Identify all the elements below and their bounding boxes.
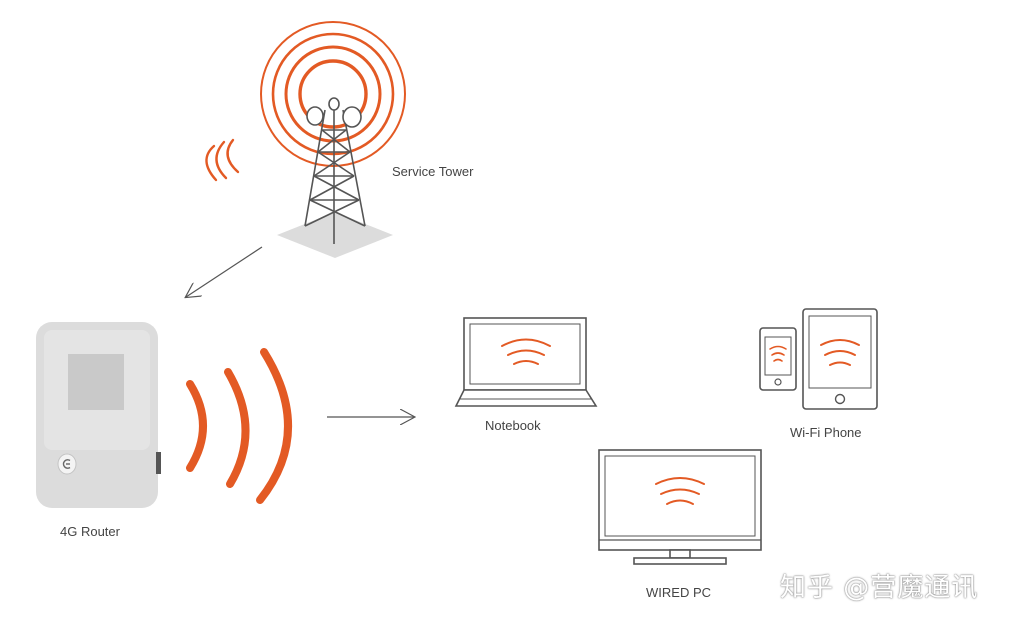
tablet-icon: [802, 308, 878, 410]
notebook-label: Notebook: [485, 418, 541, 433]
service-tower-icon: [260, 21, 406, 258]
router-icon: [36, 322, 161, 508]
service-tower-label: Service Tower: [392, 164, 474, 179]
tower-base: [277, 212, 393, 258]
wired-pc-label: WIRED PC: [646, 585, 711, 600]
tower-antennas: [306, 97, 362, 128]
router-power-icon: [57, 453, 77, 475]
router-label: 4G Router: [60, 524, 120, 539]
wifi-phone-label: Wi-Fi Phone: [790, 425, 862, 440]
tower-lattice: [304, 109, 366, 244]
tower-side-signal-icon: [205, 138, 240, 182]
wifi-phone-icon: [759, 327, 797, 391]
notebook-icon: [454, 317, 598, 407]
wired-pc-icon: [598, 449, 762, 565]
tower-signal-rings: [260, 21, 406, 167]
watermark: 知乎 @营魔通讯: [780, 573, 979, 603]
router-signal-icon: [186, 348, 292, 504]
arrow-tower-to-router: [186, 246, 263, 297]
